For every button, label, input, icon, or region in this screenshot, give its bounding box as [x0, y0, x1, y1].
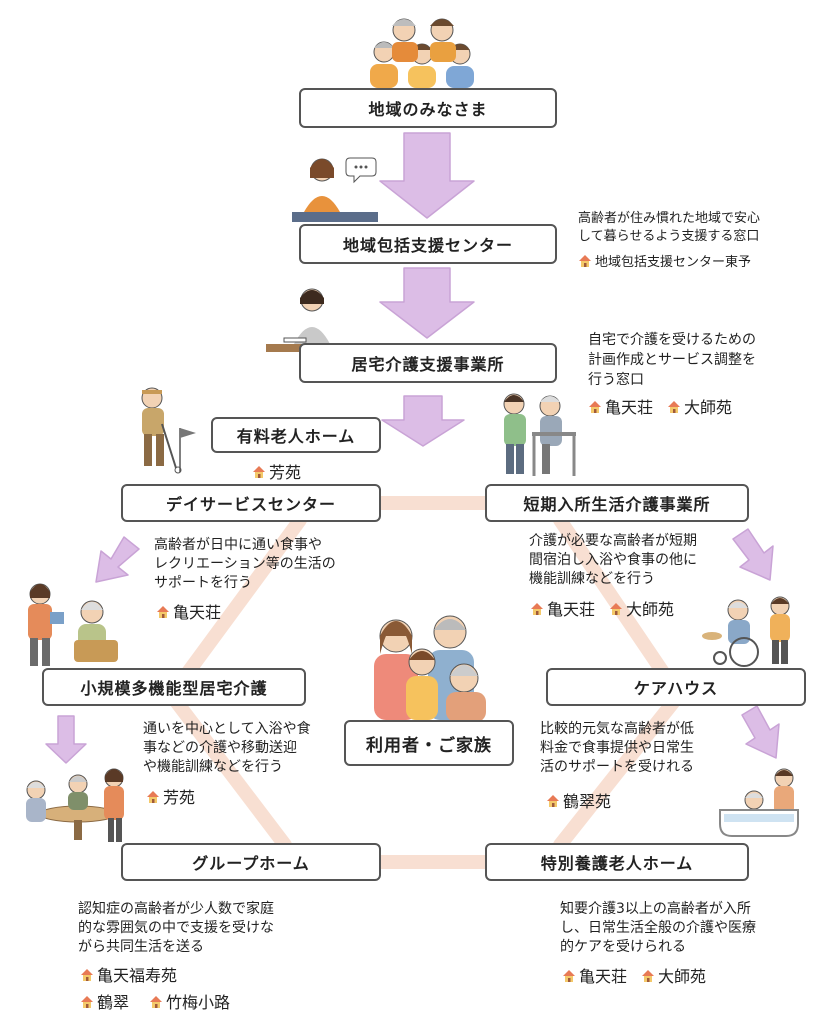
house-icon — [530, 601, 544, 615]
walker-elder-illustration — [503, 393, 576, 476]
facility-name: 大師苑 — [626, 600, 675, 619]
day-service-facilities: 亀天荘 — [156, 599, 221, 623]
facility-name: 芳苑 — [163, 788, 196, 807]
small-multifunction-desc: 通いを中心として入浴や食事などの介護や移動送迎や機能訓練などを行う — [143, 721, 311, 775]
group-home-box: グループホーム — [121, 843, 381, 881]
arrow-down-3 — [381, 395, 465, 447]
table-meal-illustration — [26, 768, 124, 842]
house-icon — [252, 464, 266, 478]
small-multifunction-box: 小規模多機能型居宅介護 — [42, 668, 306, 706]
small-multifunction-facilities: 芳苑 — [146, 784, 195, 808]
bath-care-illustration — [719, 768, 799, 837]
wheelchair-illustration — [702, 596, 790, 667]
caregiver-elder-illustration — [28, 583, 118, 666]
house-icon — [80, 967, 94, 981]
facility-name: 地域包括支援センター東予 — [595, 255, 752, 270]
consultant-illustration — [292, 157, 378, 222]
house-icon — [546, 793, 560, 807]
community-center-facilities: 地域包括支援センター東予 — [578, 251, 751, 270]
family-illustration — [370, 18, 474, 88]
special-nursing-home-desc: 知要介護3以上の高齢者が入所し、日常生活全般の介護や医療的ケアを受けられる — [560, 901, 756, 955]
day-service-box: デイサービスセンター — [121, 484, 381, 522]
community-center-box: 地域包括支援センター — [299, 224, 557, 264]
facility-name: 大師苑 — [684, 398, 733, 417]
facility-name: 亀天福寿苑 — [97, 966, 178, 985]
house-icon — [80, 994, 94, 1008]
arrow-right-short — [732, 528, 774, 581]
house-icon — [149, 994, 163, 1008]
group-home-facilities-1: 亀天福寿苑 — [80, 962, 177, 986]
facility-name: 亀天荘 — [605, 398, 654, 417]
house-icon — [588, 399, 602, 413]
paid-nursing-home-facilities: 芳苑 — [252, 459, 301, 483]
facility-name: 大師苑 — [658, 967, 707, 986]
arrow-down-2 — [379, 267, 475, 339]
short-stay-box: 短期入所生活介護事業所 — [485, 484, 749, 522]
care-house-desc: 比較的元気な高齢者が低料金で食事提供や日常生活のサポートを受けれる — [540, 721, 694, 775]
house-icon — [146, 789, 160, 803]
house-icon — [609, 601, 623, 615]
day-service-desc: 高齢者が日中に通い食事やレクリエーション等の生活のサポートを行う — [154, 537, 336, 591]
house-icon — [641, 968, 655, 982]
paid-nursing-home-box: 有料老人ホーム — [211, 417, 381, 453]
family-center-illustration — [374, 615, 486, 722]
group-home-desc: 認知症の高齢者が少人数で家庭的な雰囲気の中で支援を受けながら共同生活を送る — [78, 901, 274, 955]
users-family-box: 利用者・ご家族 — [344, 720, 514, 766]
facility-name: 鶴翠苑 — [563, 792, 612, 811]
care-house-box: ケアハウス — [546, 668, 806, 706]
care-house-facilities: 鶴翠苑 — [546, 788, 611, 812]
house-icon — [578, 254, 592, 268]
facility-name: 鶴翠 — [97, 993, 130, 1012]
arrow-right-carehouse — [741, 705, 780, 759]
facility-name: 亀天荘 — [547, 600, 596, 619]
house-icon — [156, 604, 170, 618]
residents-box: 地域のみなさま — [299, 88, 557, 128]
arrow-down-1 — [379, 132, 475, 219]
facility-name: 芳苑 — [269, 463, 302, 482]
short-stay-facilities: 亀天荘 大師苑 — [530, 596, 674, 620]
arrow-down-small — [45, 715, 87, 764]
arrow-left-day — [95, 536, 140, 583]
house-icon — [667, 399, 681, 413]
home-care-office-box: 居宅介護支援事業所 — [299, 343, 557, 383]
facility-name: 亀天荘 — [173, 603, 222, 622]
golf-elder-illustration — [141, 387, 196, 474]
facility-name: 竹梅小路 — [166, 993, 231, 1012]
home-care-office-facilities: 亀天荘 大師苑 — [588, 394, 732, 418]
community-center-desc: 高齢者が住み慣れた地域で安心して暮らせるよう支援する窓口 — [578, 211, 761, 244]
home-care-office-desc: 自宅で介護を受けるための計画作成とサービス調整を行う窓口 — [588, 332, 756, 388]
special-nursing-home-facilities: 亀天荘 大師苑 — [562, 963, 706, 987]
facility-name: 亀天荘 — [579, 967, 628, 986]
short-stay-desc: 介護が必要な高齢者が短期間宿泊し入浴や食事の他に機能訓練などを行う — [529, 533, 697, 587]
house-icon — [562, 968, 576, 982]
special-nursing-home-box: 特別養護老人ホーム — [485, 843, 749, 881]
group-home-facilities-2: 鶴翠 竹梅小路 — [80, 989, 230, 1013]
